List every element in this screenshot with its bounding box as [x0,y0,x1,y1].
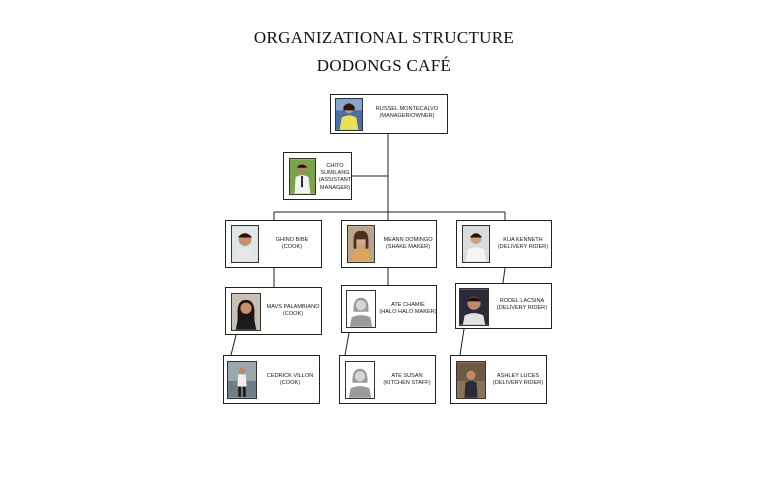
node-ashley-luces: ASHLEY LUCES (DELIVERY RIDER) [450,355,547,404]
node-name: RODEL LACSINA [499,298,545,304]
node-role: (DELIVERY RIDER) [496,305,548,312]
connector-mavs-cedrick [230,334,237,356]
node-role: (DELIVERY RIDER) [492,380,544,387]
chart-title: ORGANIZATIONAL STRUCTURE [253,28,515,47]
node-name: ASHLEY LUCES [496,373,540,379]
node-russel-montecalvo: RUSSEL MONTECALVO (MANAGER/OWNER) [330,94,448,134]
node-role: (COOK) [281,244,303,251]
person-placeholder [346,290,376,328]
person-photo [289,158,316,195]
node-ghino-bibe: GHINO BIBE (COOK) [225,220,322,268]
person-photo [459,288,489,326]
node-role: (HALO HALO MAKER) [379,309,437,316]
node-name: GHINO BIBE [275,237,309,243]
node-cedrick-villon: CEDRICK VILLON (COOK) [223,355,320,404]
node-role: (ASSISTANT MANAGER) [318,177,352,191]
chart-subtitle: DODONGS CAFÉ [316,56,452,75]
node-rodel-lacsina: RODEL LACSINA (DELIVERY RIDER) [455,283,552,329]
node-name: RUSSEL MONTECALVO [375,106,439,112]
node-meann-domingo: MEANN DOMINGO (SHAKE MAKER) [341,220,437,268]
node-role: (SHAKE MAKER) [385,244,431,251]
node-name: MEANN DOMINGO [383,237,433,243]
person-photo [347,225,375,263]
node-role: (COOK) [282,311,304,318]
node-kua-kenneth: KUA KENNETH (DELIVERY RIDER) [456,220,552,268]
person-photo [227,361,257,399]
connector-chamie-susan [344,332,350,356]
person-photo [462,225,490,263]
person-photo [231,225,259,263]
node-name: ATE SUSAN [391,373,423,379]
person-photo [456,361,486,399]
node-name: KUA KENNETH [503,237,543,243]
node-name: CEDRICK VILLON [266,373,314,379]
person-photo [231,293,261,331]
node-name: CHITO SUMILANG [320,163,350,177]
person-placeholder [345,361,375,399]
node-role: (KITCHEN STAFF) [383,380,431,387]
person-photo [335,98,363,131]
node-role: (DELIVERY RIDER) [497,244,549,251]
node-role: (MANAGER/OWNER) [379,113,435,120]
node-name: ATE CHAMIE [391,302,425,308]
node-chito-sumilang: CHITO SUMILANG (ASSISTANT MANAGER) [283,152,352,200]
connector-rodel-ashley [459,328,465,356]
node-name: MAVS PALAMBIANO [266,304,320,310]
node-mavs-palambiano: MAVS PALAMBIANO (COOK) [225,287,322,335]
node-role: (COOK) [279,380,301,387]
connector-kua-rodel [502,267,506,284]
node-ate-chamie: ATE CHAMIE (HALO HALO MAKER) [341,285,437,333]
node-ate-susan: ATE SUSAN (KITCHEN STAFF) [339,355,436,404]
